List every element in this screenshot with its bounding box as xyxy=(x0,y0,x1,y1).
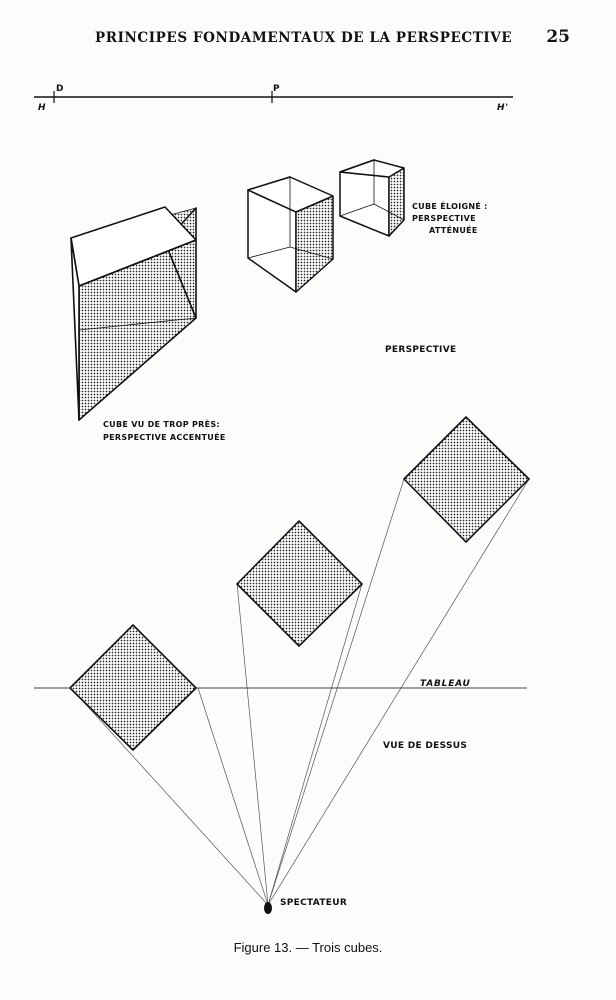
near-cube xyxy=(70,206,197,421)
visual-ray xyxy=(267,583,363,906)
far-cube-hidden-edge xyxy=(373,203,405,221)
top-view-squares xyxy=(69,416,530,751)
middle-cube-hidden-edge xyxy=(247,246,291,259)
far-cube-left-face xyxy=(339,171,390,237)
visual-ray xyxy=(236,582,269,906)
far-cube xyxy=(339,159,405,237)
far-cube-label-line2: PERSPECTIVE xyxy=(412,214,476,223)
middle-cube-top-face xyxy=(247,176,334,213)
far-cube-right-face xyxy=(388,167,405,237)
visual-ray xyxy=(267,478,405,906)
running-title: PRINCIPES FONDAMENTAUX DE LA PERSPECTIVE xyxy=(95,30,513,46)
far-cube-hidden-edge xyxy=(339,203,375,217)
perspective-section-label: PERSPECTIVE xyxy=(385,345,456,355)
principal-point-label: P xyxy=(273,84,280,94)
distance-point-label: D xyxy=(56,84,64,94)
top-view-label: VUE DE DESSUS xyxy=(383,741,467,751)
spectator-label: SPECTATEUR xyxy=(280,898,347,908)
visual-ray xyxy=(197,687,269,906)
horizon-right-label: H' xyxy=(497,103,509,113)
near-cube-left-face xyxy=(70,237,80,421)
far-cube-top-face xyxy=(339,159,405,178)
picture-plane-label: TABLEAU xyxy=(420,679,471,689)
near-cube-label-line2: PERSPECTIVE ACCENTUÉE xyxy=(103,431,226,442)
top-view-square-middle xyxy=(236,520,363,647)
middle-cube xyxy=(247,176,334,293)
near-cube-edge xyxy=(78,239,197,287)
visual-ray xyxy=(69,686,269,906)
near-cube-edge xyxy=(78,317,197,331)
horizon-line-group: H D P H' xyxy=(34,84,513,113)
page-number: 25 xyxy=(546,27,570,47)
far-cube-label-line3: ATTÉNUÉE xyxy=(429,224,478,235)
visual-rays xyxy=(69,478,530,906)
far-cube-label-line1: CUBE ÉLOIGNÉ : xyxy=(412,200,488,211)
top-view-square-near xyxy=(69,624,197,751)
spectator-point xyxy=(264,902,272,914)
top-view-square-far xyxy=(403,416,530,543)
horizon-left-label: H xyxy=(38,103,46,113)
near-cube-label-line1: CUBE VU DE TROP PRÈS: xyxy=(103,418,220,429)
middle-cube-hidden-edge xyxy=(289,246,334,260)
figure-caption: Figure 13. — Trois cubes. xyxy=(233,940,383,955)
visual-ray xyxy=(267,478,530,906)
